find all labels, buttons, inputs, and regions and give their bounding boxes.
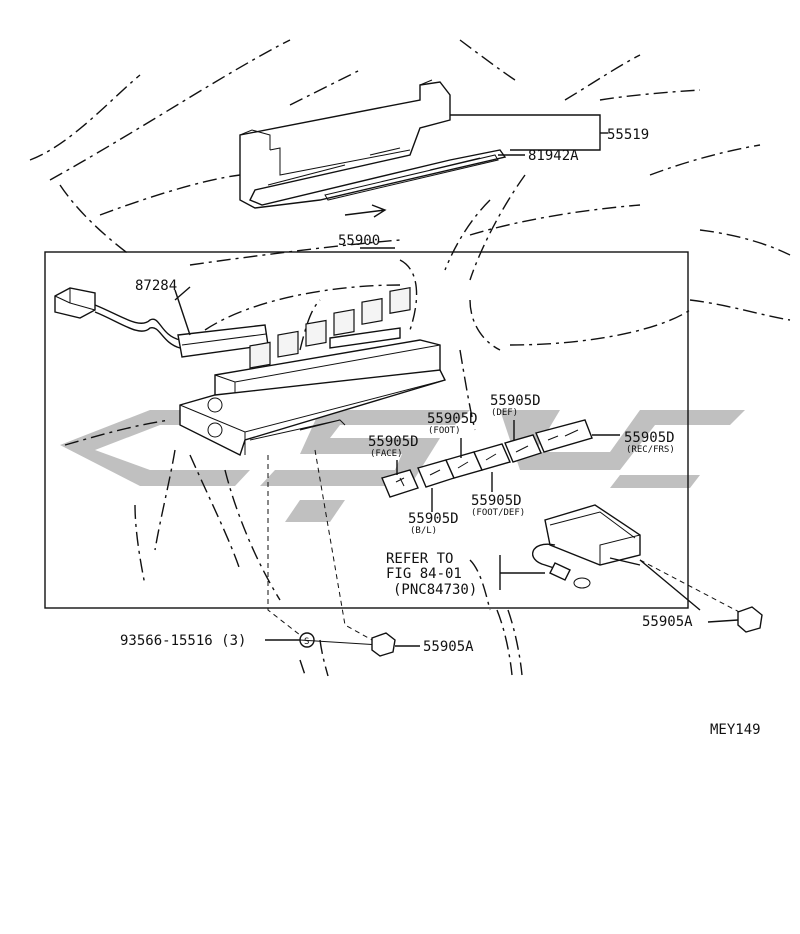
clip-55905A-right bbox=[707, 606, 763, 633]
label-55905d-bl: 55905D bbox=[408, 511, 459, 527]
label-55905d-def: 55905D bbox=[490, 393, 541, 409]
screw-letter: S bbox=[304, 637, 309, 647]
screw-symbol bbox=[265, 632, 315, 648]
refer-line-3: (PNC84730) bbox=[393, 582, 477, 598]
watermark-logo bbox=[60, 410, 745, 522]
label-55905a-right: 55905A bbox=[642, 614, 693, 630]
label-55905d-face: 55905D bbox=[368, 434, 419, 450]
leader-87284 bbox=[174, 286, 191, 301]
clip-55905A-bottom bbox=[371, 632, 420, 657]
button-rec-frs bbox=[535, 419, 593, 453]
note-bl: (B/L) bbox=[410, 526, 437, 536]
label-55905d-foot: 55905D bbox=[427, 411, 478, 427]
refer-line-1: REFER TO bbox=[386, 551, 453, 567]
note-def: (DEF) bbox=[491, 408, 518, 418]
label-87284: 87284 bbox=[135, 278, 177, 294]
label-55519: 55519 bbox=[607, 127, 649, 143]
bezel-55519 bbox=[239, 79, 608, 218]
button-row-55905D bbox=[381, 419, 620, 512]
label-55905d-recfrs: 55905D bbox=[624, 430, 675, 446]
bulb-assembly bbox=[499, 504, 746, 616]
note-footdef: (FOOT/DEF) bbox=[471, 508, 525, 518]
label-55900: 55900 bbox=[338, 233, 380, 249]
note-face: (FACE) bbox=[370, 449, 403, 459]
assembly-box bbox=[44, 251, 689, 609]
control-assembly-55900 bbox=[179, 287, 446, 646]
dashboard-contours bbox=[29, 39, 791, 679]
connector-87284 bbox=[54, 287, 269, 358]
button-face bbox=[381, 469, 419, 498]
refer-line-2: FIG 84-01 bbox=[386, 566, 462, 582]
note-foot: (FOOT) bbox=[428, 426, 461, 436]
label-55905d-footdef: 55905D bbox=[471, 493, 522, 509]
note-recfrs: (REC/FRS) bbox=[626, 445, 675, 455]
label-55905a-bottom: 55905A bbox=[423, 639, 474, 655]
button-foot-def bbox=[473, 443, 511, 471]
label-93566: 93566-15516 (3) bbox=[120, 633, 246, 649]
diagram-code: MEY149 bbox=[710, 722, 761, 738]
label-81942a: 81942A bbox=[528, 148, 579, 164]
